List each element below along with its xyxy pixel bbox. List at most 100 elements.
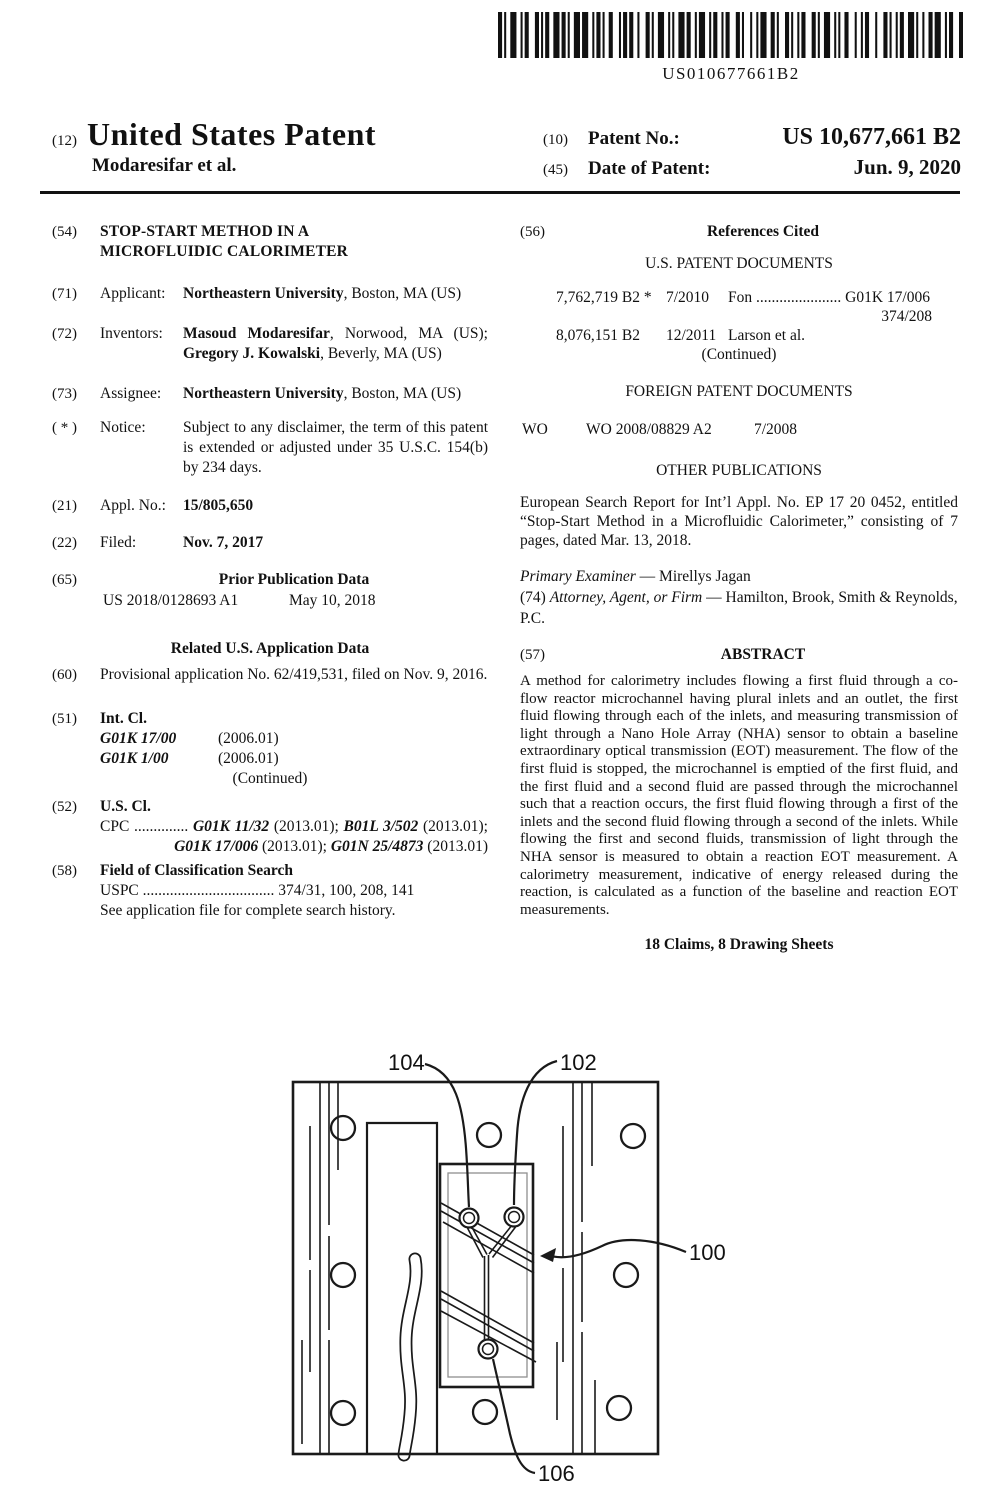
y-channel [466, 1224, 517, 1341]
mounting-hole [329, 1399, 357, 1427]
int-cl-code-1: G01K 17/00 [100, 730, 177, 747]
kind-code-12: (12) [52, 133, 77, 149]
header-left: (12) United States Patent Modaresifar et… [52, 116, 376, 177]
foreign-docs-heading: FOREIGN PATENT DOCUMENTS [625, 383, 853, 400]
foreign-country: WO [522, 421, 548, 438]
inlet-port-right-inner [507, 1210, 521, 1224]
mounting-hole [471, 1398, 499, 1426]
date-of-patent-label: Date of Patent: [588, 158, 711, 179]
plate-slot [365, 1121, 439, 1454]
inlet-port-left-inner [462, 1211, 476, 1225]
foreign-number: WO 2008/08829 A2 [586, 421, 712, 438]
inventor-short-name: Modaresifar et al. [92, 155, 237, 176]
foreign-ref-row: WO WO 2008/08829 A2 7/2008 [520, 420, 958, 439]
prior-pub-number: US 2018/0128693 A1 [103, 592, 239, 609]
attorney-name: — Hamilton, Brook, Smith & Reynolds, P.C… [520, 589, 958, 627]
int-cl-code-2: G01K 1/00 [100, 750, 169, 767]
field-num-58: (58) [52, 863, 77, 879]
kind-code-10: (10) [543, 132, 568, 148]
section-title: (54) STOP-START METHOD IN A MICROFLUIDIC… [52, 222, 488, 262]
cpc-sep-2: (2013.01); [418, 818, 488, 835]
figure-label-106: 106 [538, 1461, 575, 1486]
filed-label: Filed: [100, 534, 137, 551]
inventor-2-address: , Beverly, MA (US) [320, 345, 442, 362]
field-num-22: (22) [52, 535, 77, 551]
section-field-search: (58) Field of Classification Search USPC… [52, 861, 488, 921]
figure-label-100: 100 [689, 1240, 726, 1265]
invention-title: STOP-START METHOD IN A MICROFLUIDIC CALO… [100, 223, 349, 260]
document-title: United States Patent [87, 116, 377, 152]
abstract-heading: ABSTRACT [720, 646, 806, 663]
field-num-73: (73) [52, 386, 77, 402]
leader-100 [547, 1238, 687, 1259]
patent-no-label: Patent No.: [588, 128, 680, 149]
ref-1-class-2: 374/208 [881, 308, 932, 325]
patent-number: US 10,677,661 B2 [782, 124, 961, 150]
section-prior-pub: (65) Prior Publication Data US 2018/0128… [52, 570, 488, 611]
mounting-hole [475, 1121, 503, 1149]
cpc-code-1: G01K 11/32 [192, 818, 270, 835]
field-num-star: ( * ) [52, 420, 77, 436]
applicant-name: Northeastern University [183, 285, 344, 302]
field-num-54: (54) [52, 224, 77, 240]
section-provisional: (60) Provisional application No. 62/419,… [52, 665, 488, 685]
ref-1-date: 7/2010 [666, 289, 710, 306]
other-pubs-heading: OTHER PUBLICATIONS [656, 462, 822, 479]
mounting-hole [329, 1114, 357, 1142]
inventors-label: Inventors: [100, 325, 163, 342]
abstract-text: A method for calorimetry includes flowin… [520, 673, 958, 918]
us-ref-row-1: 7,762,719 B2 * 7/2010 Fon ..............… [520, 288, 958, 307]
section-int-cl: (51) Int. Cl. G01K 17/00 (2006.01) G01K … [52, 709, 488, 789]
field-num-56: (56) [520, 224, 545, 240]
cpc-sep-4: (2013.01) [423, 838, 488, 855]
figure-label-102: 102 [560, 1050, 597, 1075]
applicant-label: Applicant: [100, 285, 166, 302]
ref-2-date: 12/2011 [666, 327, 717, 344]
us-ref-row-2: 8,076,151 B2 12/2011 Larson et al. [520, 326, 958, 345]
leader-106 [491, 1358, 536, 1475]
field-num-60: (60) [52, 667, 77, 683]
outlet-port-inner [481, 1342, 495, 1356]
mounting-hole [329, 1261, 357, 1289]
cpc-code-2: B01L 3/502 [343, 818, 419, 835]
arrowhead-100 [540, 1248, 556, 1262]
header-right: (10) Patent No.: US 10,677,661 B2 (45) D… [543, 124, 961, 184]
assignee-value: Northeastern University, Boston, MA (US) [183, 384, 488, 404]
section-references: (56) References Cited [520, 222, 958, 242]
us-docs-heading: U.S. PATENT DOCUMENTS [645, 255, 833, 272]
assignee-label: Assignee: [100, 385, 162, 402]
primary-examiner-line: Primary Examiner — Mirellys Jagan [520, 566, 958, 587]
cpc-lead: CPC .............. [100, 818, 193, 835]
notice-label: Notice: [100, 419, 146, 436]
section-filed: (22) Filed: Nov. 7, 2017 [52, 533, 488, 553]
plate-lines-right [556, 1082, 596, 1454]
figure-label-104: 104 [388, 1050, 425, 1075]
leader-104 [424, 1062, 471, 1208]
fiber-lines-upper [440, 1202, 535, 1274]
left-column: (54) STOP-START METHOD IN A MICROFLUIDIC… [52, 222, 488, 921]
applicant-address: , Boston, MA (US) [343, 285, 462, 302]
tube-inner [399, 1254, 421, 1460]
int-cl-year-2: (2006.01) [218, 750, 279, 767]
right-column: (56) References Cited U.S. PATENT DOCUME… [520, 222, 958, 955]
uspc-line: USPC .................................. … [100, 882, 415, 899]
date-of-patent: Jun. 9, 2020 [853, 155, 961, 179]
cpc-code-3: G01K 17/006 [174, 838, 259, 855]
section-appl-no: (21) Appl. No.: 15/805,650 [52, 496, 488, 516]
mounting-plate [291, 1080, 660, 1456]
field-num-57: (57) [520, 647, 545, 663]
applicant-value: Northeastern University, Boston, MA (US) [183, 284, 488, 304]
us-cl-heading: U.S. Cl. [100, 798, 151, 815]
field-num-72: (72) [52, 326, 77, 342]
inventor-2-name: Gregory J. Kowalski [183, 345, 321, 362]
ref-2-name: Larson et al. [728, 327, 806, 344]
mounting-hole [605, 1394, 633, 1422]
inventors-value: Masoud Modaresifar, Norwood, MA (US); Gr… [183, 324, 488, 364]
section-applicant: (71) Applicant: Northeastern University,… [52, 284, 488, 304]
section-abstract: (57) ABSTRACT [520, 645, 958, 665]
cpc-sep-1: (2013.01); [269, 818, 344, 835]
ref-1-name: Fon ...................... [728, 289, 842, 306]
foreign-date: 7/2008 [754, 421, 798, 438]
cpc-code-4: G01N 25/4873 [330, 838, 424, 855]
